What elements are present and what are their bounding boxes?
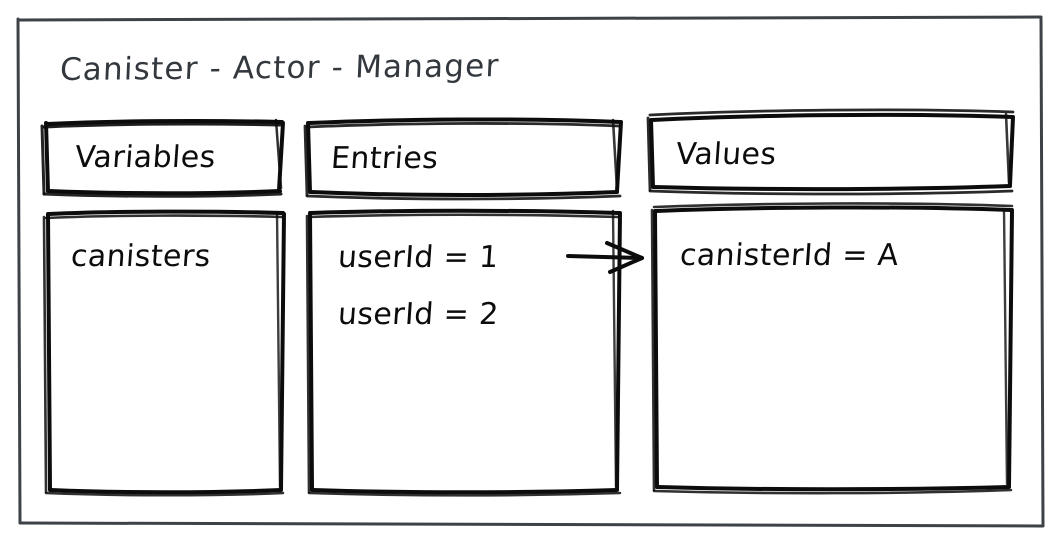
entries-item: userId = 2: [336, 297, 500, 332]
values-item: canisterId = A: [678, 238, 900, 273]
column-header-variables: Variables: [73, 140, 217, 175]
column-header-values: Values: [674, 137, 778, 172]
variables-item: canisters: [69, 239, 212, 274]
entries-to-values-arrow-icon: [566, 241, 644, 274]
page-title: Canister - Actor - Manager: [59, 48, 501, 89]
entries-item: userId = 1: [336, 240, 500, 275]
column-header-entries: Entries: [329, 141, 440, 176]
